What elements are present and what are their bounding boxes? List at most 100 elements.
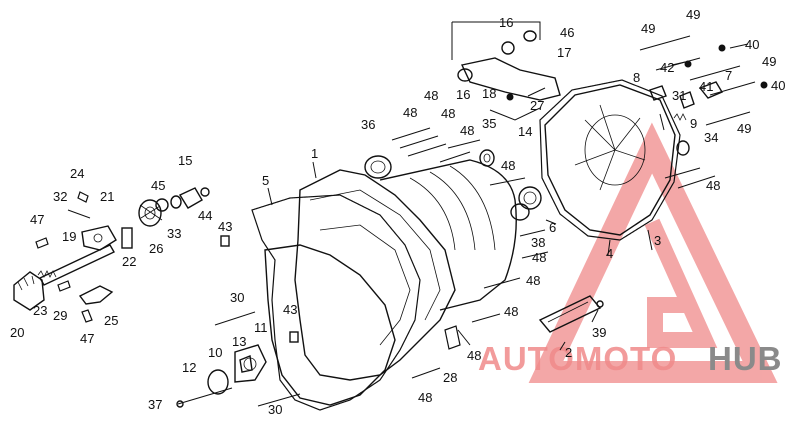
- oring-16a: [501, 41, 515, 55]
- crankcase-housing: [294, 169, 456, 381]
- bolt-18: [506, 93, 514, 101]
- bush-22: [121, 227, 133, 249]
- label-19: 19: [62, 229, 76, 244]
- label-2: 2: [565, 345, 572, 360]
- watermark-word-automoto: AUTOMOTO: [478, 340, 677, 377]
- watermark: AUTOMOTO HUB: [478, 122, 783, 383]
- lower-left-parts: [176, 311, 301, 408]
- bolt-28: [444, 325, 461, 350]
- seal-34: [676, 140, 690, 156]
- label-30b: 30: [268, 402, 282, 417]
- pin-37: [176, 400, 184, 408]
- part-31: [679, 91, 695, 109]
- spring-23: [37, 270, 57, 278]
- label-12: 12: [182, 360, 196, 375]
- label-13: 13: [232, 334, 246, 349]
- bearing-36: [364, 155, 392, 179]
- label-28: 28: [443, 370, 457, 385]
- watermark-word-hub: HUB: [708, 340, 783, 377]
- bolt-29: [57, 280, 71, 292]
- watermark-triangle-logo: [528, 122, 778, 383]
- label-42: 42: [660, 60, 674, 75]
- label-15: 15: [178, 153, 192, 168]
- side-cover: [264, 244, 396, 406]
- label-8: 8: [633, 70, 640, 85]
- label-45: 45: [151, 178, 165, 193]
- part-15: [178, 187, 203, 209]
- left-shaft-parts: [13, 187, 299, 343]
- label-37: 37: [148, 397, 162, 412]
- label-31: 31: [672, 88, 686, 103]
- label-35: 35: [482, 116, 496, 131]
- label-27: 27: [530, 98, 544, 113]
- shaft-12: [177, 387, 233, 405]
- screw-39: [596, 300, 604, 308]
- crankcase-cylinder: [379, 159, 517, 311]
- inspection-plate: [538, 295, 604, 333]
- arm-21: [81, 225, 117, 251]
- label-3: 3: [654, 233, 661, 248]
- label-10: 10: [208, 345, 222, 360]
- dowel-43a: [220, 235, 230, 247]
- label-11: 11: [254, 320, 268, 335]
- right-cover-assembly: [539, 79, 690, 241]
- label-49a: 49: [641, 21, 655, 36]
- label-48f: 48: [532, 250, 546, 265]
- label-48j: 48: [418, 390, 432, 405]
- right-small-parts: [649, 81, 724, 121]
- label-22: 22: [122, 254, 136, 269]
- label-20: 20: [10, 325, 24, 340]
- pin-24: [77, 191, 89, 203]
- label-48d: 48: [460, 123, 474, 138]
- plate-2: [538, 295, 602, 333]
- gasket-4: [539, 79, 681, 241]
- label-16a: 16: [499, 15, 513, 30]
- label-41: 41: [699, 79, 713, 94]
- bolt-47a: [35, 237, 49, 249]
- part-labels: 1 2 3 4 5 6 7 8 9 10 11 12 13 14 15 16 1…: [10, 7, 785, 417]
- gear-26: [138, 199, 162, 227]
- label-48b: 48: [424, 88, 438, 103]
- washer-33: [170, 195, 182, 209]
- clip-44: [200, 187, 210, 197]
- label-7: 7: [725, 68, 732, 83]
- part-13: [239, 355, 253, 373]
- washer-45: [155, 198, 169, 212]
- cylinder-rib: [409, 177, 456, 251]
- label-14: 14: [518, 124, 532, 139]
- label-47a: 47: [30, 212, 44, 227]
- label-1: 1: [311, 146, 318, 161]
- label-44: 44: [198, 208, 212, 223]
- label-16b: 16: [456, 87, 470, 102]
- lever-25: [78, 285, 114, 305]
- label-48i: 48: [467, 348, 481, 363]
- bolt-set: [391, 35, 768, 379]
- label-48e: 48: [501, 158, 515, 173]
- leader-lines: [267, 87, 653, 351]
- label-48a: 48: [403, 105, 417, 120]
- oring-16b: [457, 68, 473, 82]
- label-17: 17: [557, 45, 571, 60]
- spring-9: [673, 113, 687, 121]
- bolts-30: [214, 311, 301, 407]
- breather-pipe-assembly: [451, 21, 561, 121]
- label-40a: 40: [745, 37, 759, 52]
- label-49c: 49: [762, 54, 776, 69]
- part-7: [698, 81, 724, 99]
- bolt-47b: [81, 309, 93, 323]
- housing-11: [234, 344, 267, 383]
- ring-38: [510, 203, 530, 221]
- label-43b: 43: [283, 302, 297, 317]
- dowel-43b: [289, 331, 299, 343]
- label-6: 6: [549, 220, 556, 235]
- label-47b: 47: [80, 331, 94, 346]
- label-49b: 49: [686, 7, 700, 22]
- label-48h: 48: [504, 304, 518, 319]
- label-32: 32: [53, 189, 67, 204]
- label-23: 23: [33, 303, 47, 318]
- label-30a: 30: [230, 290, 244, 305]
- breather-pipe: [460, 57, 561, 101]
- gear-20: [13, 271, 45, 311]
- label-36: 36: [361, 117, 375, 132]
